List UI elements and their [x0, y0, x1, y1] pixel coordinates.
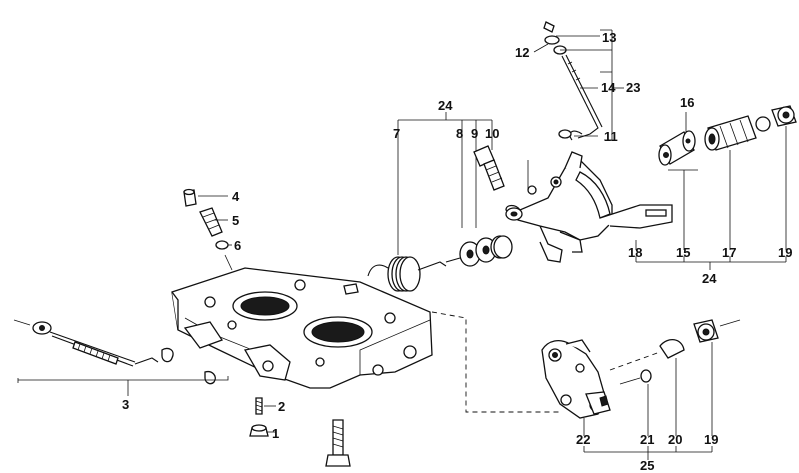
base-plate — [171, 267, 433, 389]
label-23: 23 — [626, 80, 640, 95]
label-6: 6 — [234, 238, 241, 253]
linkage-rod — [13, 319, 216, 385]
label-19-upper: 19 — [778, 245, 792, 260]
label-19-lower: 19 — [704, 432, 718, 447]
label-16: 16 — [680, 95, 694, 110]
bracket-15 — [668, 169, 698, 250]
label-8: 8 — [456, 126, 463, 141]
pin — [343, 283, 359, 295]
screw-4-5-6 — [183, 188, 233, 271]
label-10: 10 — [485, 126, 499, 141]
upper-rod — [543, 21, 603, 141]
label-24-right: 24 — [702, 271, 717, 286]
label-17: 17 — [722, 245, 736, 260]
lower-lever — [541, 339, 611, 419]
adjuster-parts — [658, 105, 797, 166]
return-spring — [367, 256, 447, 292]
label-24-top: 24 — [438, 98, 453, 113]
label-4: 4 — [232, 189, 240, 204]
bracket-3 — [17, 376, 229, 383]
screw-1-2 — [249, 397, 269, 437]
bracket-24-right — [635, 256, 787, 263]
small-washer-21 — [619, 369, 652, 385]
label-7: 7 — [393, 126, 400, 141]
throttle-lever — [505, 151, 673, 263]
label-18: 18 — [628, 245, 642, 260]
axis-line-lower — [431, 311, 560, 413]
label-1: 1 — [272, 426, 279, 441]
label-9: 9 — [471, 126, 478, 141]
label-22: 22 — [576, 432, 590, 447]
label-5: 5 — [232, 213, 239, 228]
label-13: 13 — [602, 30, 616, 45]
nut-19b — [693, 319, 719, 343]
bracket-23 — [604, 30, 613, 141]
screw-10 — [473, 145, 505, 191]
label-21: 21 — [640, 432, 654, 447]
label-3: 3 — [122, 397, 129, 412]
washers — [445, 235, 513, 267]
cam-20 — [659, 339, 685, 359]
long-bolt — [325, 419, 351, 467]
label-12: 12 — [515, 45, 529, 60]
label-20: 20 — [668, 432, 682, 447]
bracket-24-top — [397, 119, 493, 142]
label-25: 25 — [640, 458, 654, 473]
label-15: 15 — [676, 245, 690, 260]
axis-line-right — [609, 351, 661, 371]
label-14: 14 — [601, 80, 616, 95]
label-2: 2 — [278, 399, 285, 414]
label-11: 11 — [604, 129, 618, 144]
